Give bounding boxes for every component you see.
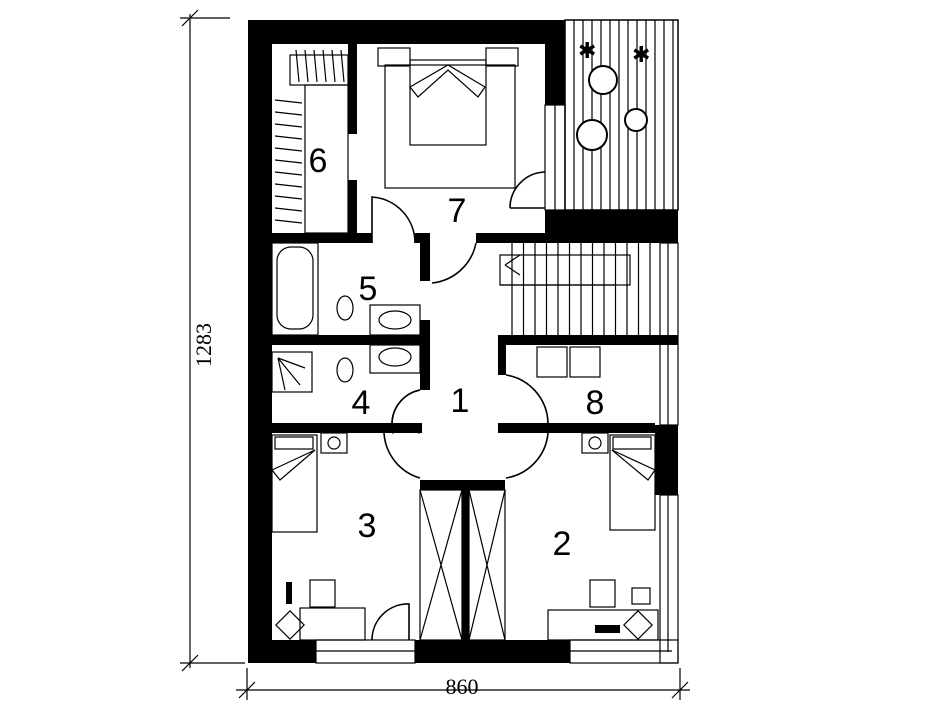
room-8-furniture (536, 346, 601, 378)
interior-walls (272, 44, 678, 640)
sinks-and-toilets (271, 295, 421, 393)
room-label-5: 5 (359, 270, 378, 308)
hanger (274, 123, 303, 128)
hanger (274, 219, 303, 224)
room-label-6: 6 (309, 142, 328, 180)
room-label-3: 3 (358, 507, 377, 545)
bathtub (271, 242, 319, 336)
hanger (274, 135, 303, 140)
dimension-vertical (180, 9, 245, 672)
double-bed (377, 47, 519, 189)
dimension-width-label: 860 (446, 674, 479, 699)
room-label-2: 2 (553, 525, 572, 563)
room-label-8: 8 (586, 384, 605, 422)
plant-icon: ✱ (578, 38, 596, 63)
wardrobes (289, 54, 506, 641)
doors (371, 171, 549, 641)
outer-walls (248, 20, 678, 663)
hanger (295, 49, 300, 83)
hanger (331, 49, 336, 83)
hanger (340, 49, 345, 83)
dimension-height-label: 1283 (191, 323, 216, 367)
hanger (274, 147, 303, 152)
hanger (274, 171, 303, 176)
hanger (274, 111, 303, 116)
room-label-1: 1 (451, 382, 470, 420)
dimension-horizontal (236, 668, 690, 700)
hanger (274, 207, 303, 212)
hanger (304, 49, 309, 83)
room-label-4: 4 (352, 384, 371, 422)
wardrobe-hangers (274, 49, 345, 224)
room-label-7: 7 (448, 192, 467, 230)
hanger (274, 195, 303, 200)
hanger (274, 99, 303, 104)
hanger (322, 49, 327, 83)
staircase (499, 243, 651, 335)
room-3-furniture (271, 432, 366, 641)
hanger (274, 159, 303, 164)
plant-icon: ✱ (632, 42, 650, 67)
room-2-furniture (547, 432, 659, 641)
hanger (274, 183, 303, 188)
balcony-furniture: ✱ ✱ (576, 38, 650, 151)
hanger (313, 49, 318, 83)
